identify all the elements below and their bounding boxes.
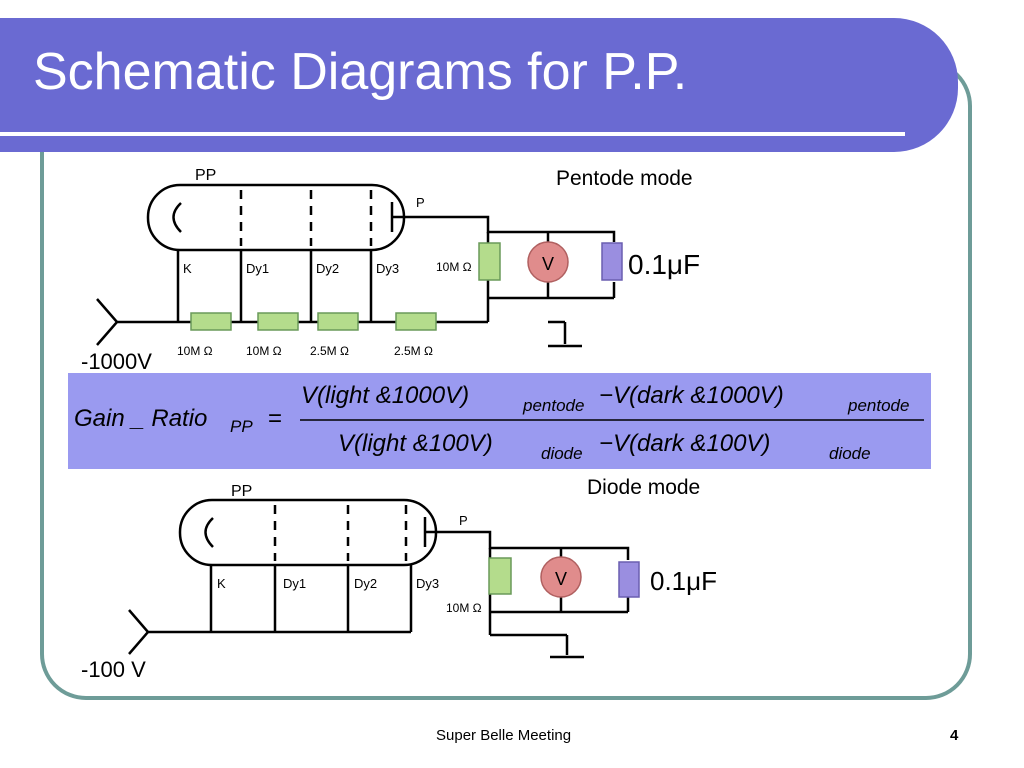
pentode-cathode xyxy=(172,202,182,233)
formula-denominator-dark: −V(dark &100V) xyxy=(599,430,770,457)
pentode-tube-label: PP xyxy=(195,167,216,184)
gain-ratio-formula-box xyxy=(68,373,931,469)
formula-numerator-light: V(light &1000V) xyxy=(301,382,469,409)
formula-denominator-light: V(light &100V) xyxy=(338,430,493,457)
page-number: 4 xyxy=(950,727,959,744)
pentode-mode-label: Pentode mode xyxy=(556,167,693,190)
pentode-plate-label: P xyxy=(416,195,425,210)
pentode-capacitor xyxy=(601,242,623,281)
formula-numerator-light-sub: pentode xyxy=(522,396,584,415)
diode-capacitor xyxy=(618,561,640,598)
diode-voltmeter-label: V xyxy=(555,569,567,589)
diode-electrode-dy3: Dy3 xyxy=(416,576,439,591)
pentode-electrode-dy2: Dy2 xyxy=(316,261,339,276)
diode-electrode-dy1: Dy1 xyxy=(283,576,306,591)
pentode-electrode-dy3: Dy3 xyxy=(376,261,399,276)
diode-electrode-dy2: Dy2 xyxy=(354,576,377,591)
diode-mode-label: Diode mode xyxy=(587,476,701,499)
diode-load-resistor-label: 10M Ω xyxy=(446,601,482,615)
diode-plate-label: P xyxy=(459,513,468,528)
pentode-divider-r4: 2.5M Ω xyxy=(394,344,433,358)
pentode-schematic: V 0.1μF PP P K Dy1 Dy2 Dy3 10M Ω 10M Ω 1… xyxy=(81,167,700,374)
pentode-supply-label: -1000V xyxy=(81,349,152,374)
slide-title: Schematic Diagrams for P.P. xyxy=(33,43,688,101)
diode-tube-label: PP xyxy=(231,483,252,500)
pentode-voltmeter xyxy=(527,241,569,283)
pentode-voltmeter-label: V xyxy=(542,254,554,274)
pentode-load-resistor xyxy=(478,242,501,281)
diode-supply-label: -100 V xyxy=(81,657,146,682)
formula-equals: = xyxy=(268,405,282,432)
diode-capacitor-value: 0.1μF xyxy=(650,566,717,596)
formula-numerator-dark: −V(dark &1000V) xyxy=(599,382,784,409)
diode-cathode xyxy=(204,517,214,548)
diode-load-resistor xyxy=(488,557,512,595)
gain-ratio-formula: Gain _ Ratio PP = V(light &1000V) pentod… xyxy=(74,382,924,463)
formula-lhs: Gain _ Ratio xyxy=(74,405,207,432)
pentode-electrode-k: K xyxy=(183,261,192,276)
title-underline xyxy=(0,132,905,136)
formula-lhs-subscript: PP xyxy=(230,417,253,436)
diode-voltmeter xyxy=(540,556,582,598)
pentode-divider-r1: 10M Ω xyxy=(177,344,213,358)
formula-denominator-light-sub: diode xyxy=(541,444,583,463)
pentode-electrode-dy1: Dy1 xyxy=(246,261,269,276)
pentode-divider-r2: 10M Ω xyxy=(246,344,282,358)
title-bar xyxy=(0,18,958,152)
diode-tube-envelope xyxy=(178,498,438,567)
formula-numerator-dark-sub: pentode xyxy=(847,396,909,415)
formula-denominator-dark-sub: diode xyxy=(829,444,871,463)
pentode-load-resistor-label: 10M Ω xyxy=(436,260,472,274)
diode-electrode-k: K xyxy=(217,576,226,591)
pentode-capacitor-value: 0.1μF xyxy=(628,249,700,280)
diode-schematic: V 0.1μF PP P K Dy1 Dy2 Dy3 10M Ω -100 V xyxy=(81,483,717,682)
slide-footer: Super Belle Meeting xyxy=(436,727,572,744)
pentode-tube-envelope xyxy=(146,183,406,252)
pentode-divider-r3: 2.5M Ω xyxy=(310,344,349,358)
